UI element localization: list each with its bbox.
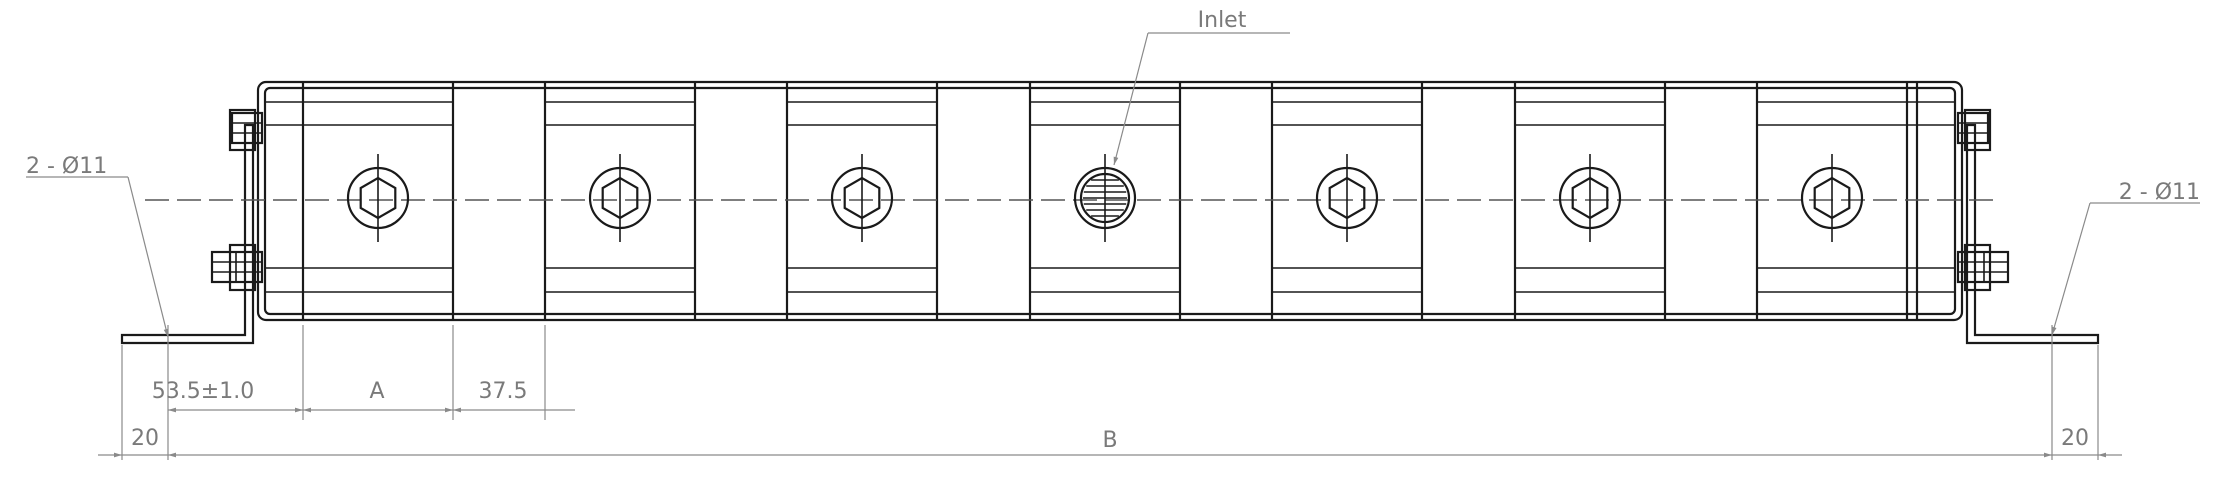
pump-section — [1755, 82, 1955, 320]
right-hole-callout: 2 - Ø11 — [2051, 180, 2200, 336]
dimension-first-section: 53.5±1.0 — [152, 379, 303, 413]
outlet-port — [346, 154, 410, 242]
dimension-a: A — [303, 379, 453, 413]
pump-section — [1513, 82, 1667, 320]
pump-section — [1028, 82, 1182, 320]
inlet-port — [1073, 154, 1137, 242]
pump-sections — [265, 82, 1955, 320]
outlet-port — [1315, 154, 1379, 242]
pump-section — [265, 82, 455, 320]
pump-section — [543, 82, 697, 320]
pump-section — [785, 82, 939, 320]
pump-section — [1270, 82, 1424, 320]
ports — [346, 154, 1864, 242]
dimension-left-end: 20 — [98, 426, 168, 458]
dim-first-label: 53.5±1.0 — [152, 379, 254, 404]
inlet-label: Inlet — [1198, 8, 1247, 33]
dim-left-end-label: 20 — [131, 426, 159, 451]
pump-body — [256, 80, 1964, 322]
extension-lines — [121, 325, 2099, 460]
dim-right-end-label: 20 — [2061, 426, 2089, 451]
dim-gap-label: 37.5 — [479, 379, 528, 404]
left-hole-callout: 2 - Ø11 — [26, 154, 169, 338]
dim-b-label: B — [1102, 428, 1117, 453]
left-nut-lower — [210, 250, 264, 284]
left-mounting-bracket — [120, 108, 257, 345]
left-hole-label: 2 - Ø11 — [26, 154, 107, 179]
right-mounting-bracket — [1963, 108, 2100, 345]
outlet-port — [1800, 154, 1864, 242]
outlet-port — [830, 154, 894, 242]
right-hole-label: 2 - Ø11 — [2119, 180, 2200, 205]
dimension-b: B — [168, 428, 2052, 458]
outlet-port — [1558, 154, 1622, 242]
dimension-right-end: 20 — [2052, 426, 2122, 458]
dim-a-label: A — [369, 379, 384, 404]
outlet-port — [588, 154, 652, 242]
right-nut-lower — [1956, 250, 2010, 284]
dimension-gap: 37.5 — [453, 379, 575, 413]
inlet-callout: Inlet — [1113, 8, 1290, 166]
